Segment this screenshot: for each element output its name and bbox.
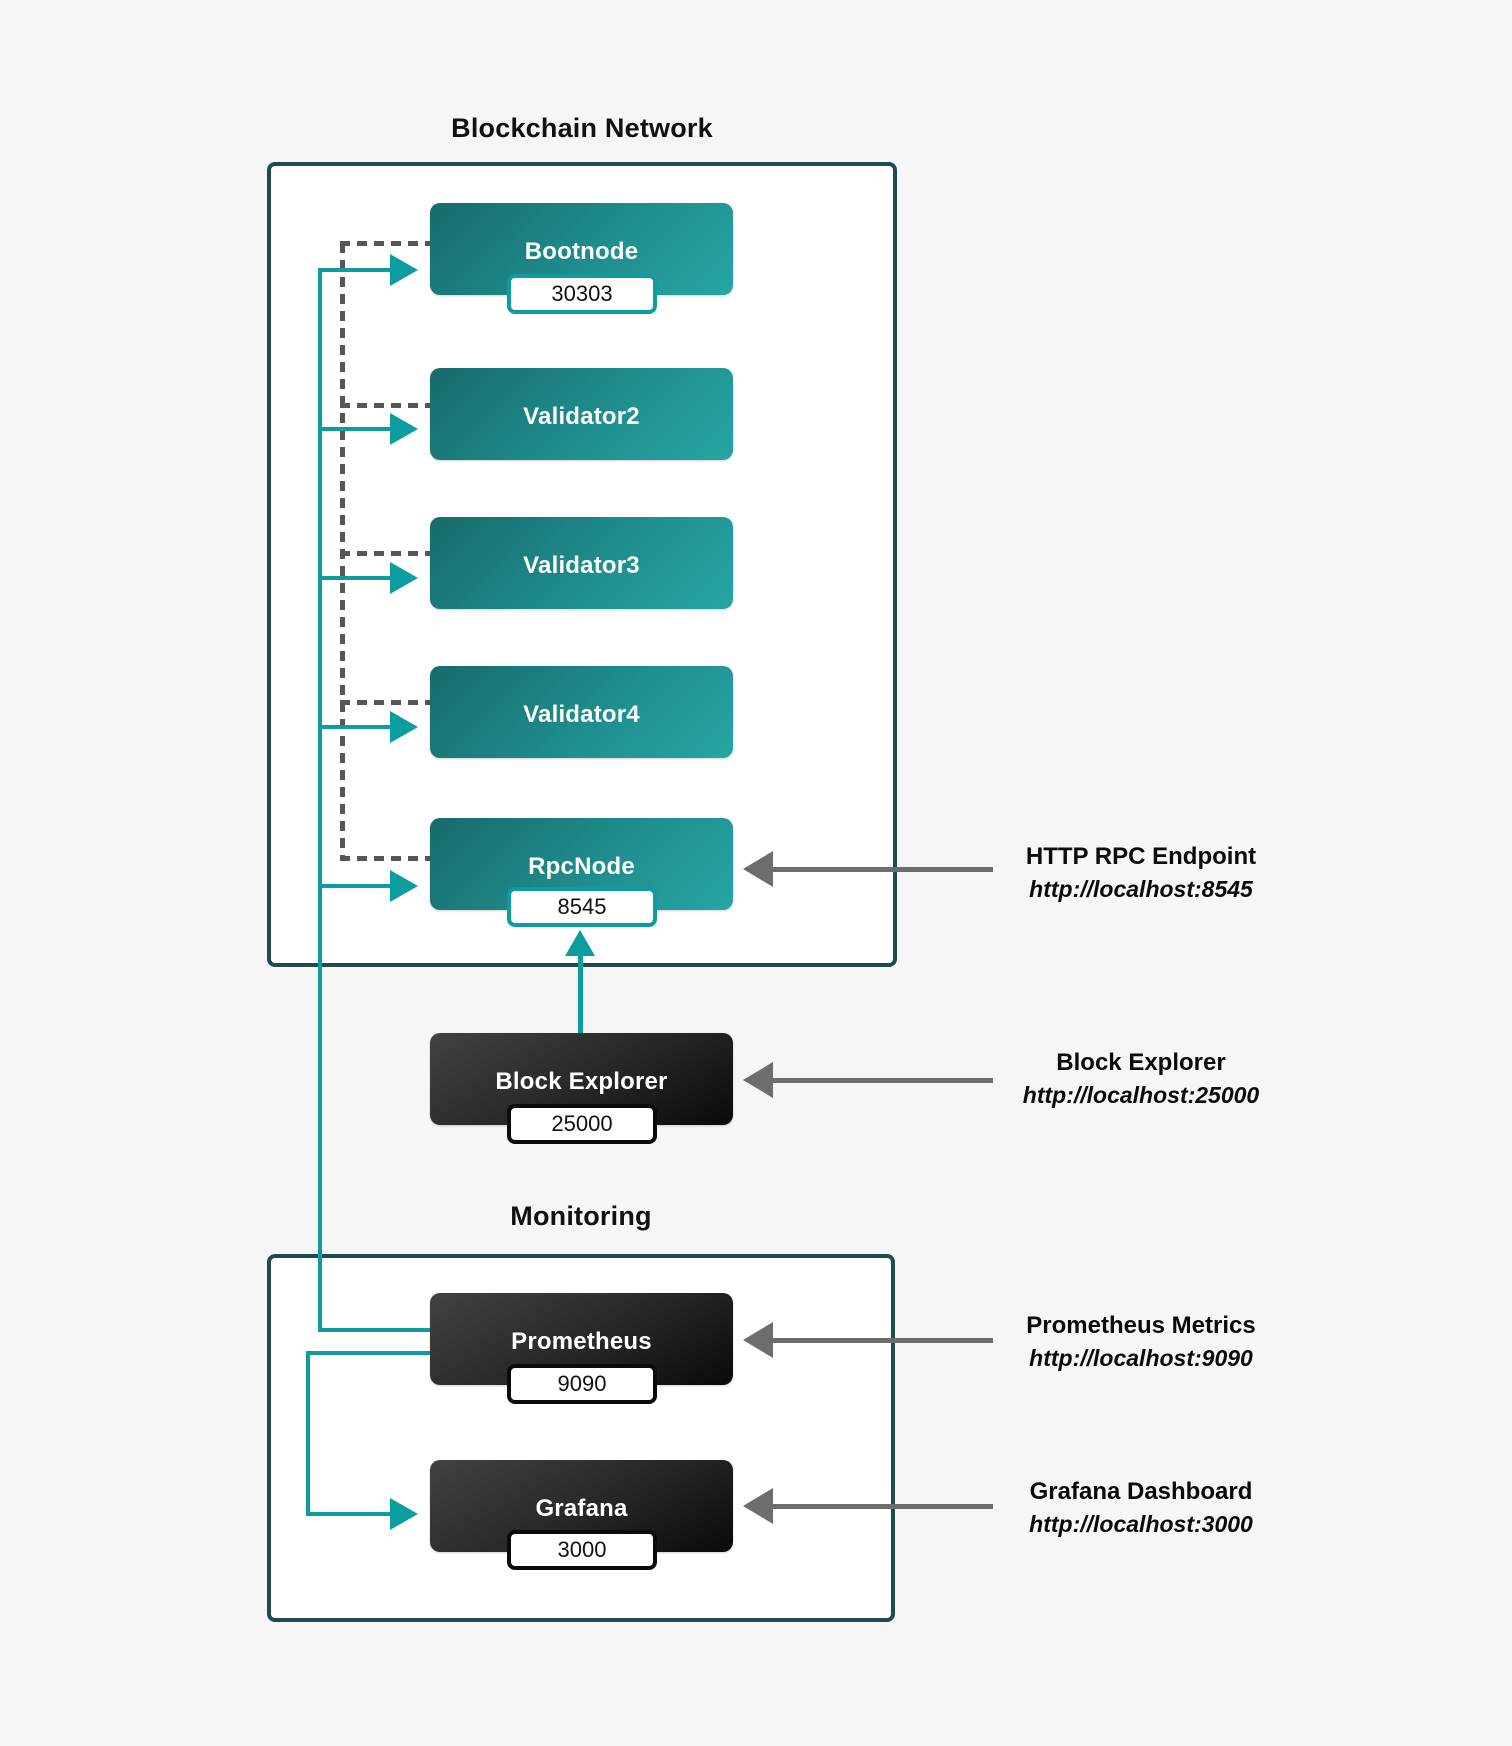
teal-rail-vertical (318, 268, 322, 1330)
gray-arrow-prometheus-shaft (770, 1338, 993, 1343)
teal-edge-prometheus-out (306, 1351, 430, 1355)
teal-edge-bootnode (318, 268, 392, 272)
gray-arrowhead-explorer (743, 1062, 773, 1098)
teal-edge-grafana-vertical (306, 1351, 310, 1516)
dashed-stub-validator4 (340, 700, 430, 705)
port-badge-bootnode: 30303 (507, 274, 657, 314)
port-badge-prometheus: 9090 (507, 1364, 657, 1404)
port-badge-block-explorer: 25000 (507, 1104, 657, 1144)
gray-arrowhead-grafana (743, 1488, 773, 1524)
gray-arrow-explorer-shaft (770, 1078, 993, 1083)
gray-arrowhead-rpc (743, 851, 773, 887)
teal-edge-grafana (306, 1512, 392, 1516)
teal-edge-rpcnode (318, 884, 392, 888)
annotation-http-rpc-url: http://localhost:8545 (1029, 876, 1253, 902)
dashed-stub-validator3 (340, 551, 430, 556)
node-grafana: Grafana (430, 1460, 733, 1552)
port-badge-rpcnode: 8545 (507, 887, 657, 927)
dashed-stub-bootnode (340, 241, 430, 246)
annotation-http-rpc: HTTP RPC Endpoint http://localhost:8545 (991, 841, 1291, 905)
gray-arrowhead-prometheus (743, 1322, 773, 1358)
arrowhead-validator2 (390, 413, 418, 445)
node-bootnode-label: Bootnode (524, 238, 639, 265)
node-rpcnode-label: RpcNode (528, 853, 635, 880)
arrowhead-rpcnode (390, 870, 418, 902)
node-validator3-label: Validator3 (523, 552, 640, 579)
annotation-block-explorer-title: Block Explorer (1056, 1049, 1226, 1076)
arrowhead-bootnode (390, 254, 418, 286)
node-validator2: Validator2 (430, 368, 733, 460)
node-validator3: Validator3 (430, 517, 733, 609)
annotation-prometheus-url: http://localhost:9090 (1029, 1345, 1253, 1371)
gray-arrow-rpc-shaft (770, 867, 993, 872)
arrowhead-up-rpc-port (565, 930, 595, 956)
node-rpcnode: RpcNode (430, 818, 733, 910)
annotation-block-explorer-url: http://localhost:25000 (1022, 1082, 1260, 1108)
teal-edge-validator2 (318, 427, 392, 431)
node-grafana-label: Grafana (535, 1495, 628, 1522)
annotation-grafana-title: Grafana Dashboard (1029, 1478, 1253, 1505)
node-validator2-label: Validator2 (523, 403, 640, 430)
annotation-grafana: Grafana Dashboard http://localhost:3000 (991, 1476, 1291, 1540)
annotation-http-rpc-title: HTTP RPC Endpoint (1025, 843, 1257, 870)
gray-arrow-grafana-shaft (770, 1504, 993, 1509)
node-validator4: Validator4 (430, 666, 733, 758)
monitoring-title: Monitoring (510, 1201, 652, 1231)
blockchain-network-title: Blockchain Network (451, 113, 713, 143)
node-prometheus-label: Prometheus (511, 1328, 652, 1355)
annotation-grafana-url: http://localhost:3000 (1029, 1511, 1253, 1537)
teal-edge-validator3 (318, 576, 392, 580)
node-block-explorer-label: Block Explorer (495, 1068, 668, 1095)
port-badge-grafana: 3000 (507, 1530, 657, 1570)
annotation-block-explorer: Block Explorer http://localhost:25000 (991, 1047, 1291, 1111)
teal-edge-validator4 (318, 725, 392, 729)
arrowhead-validator3 (390, 562, 418, 594)
annotation-prometheus: Prometheus Metrics http://localhost:9090 (991, 1310, 1291, 1374)
dashed-stub-validator2 (340, 403, 430, 408)
teal-edge-explorer-to-rpc (578, 952, 583, 1033)
arrowhead-grafana (390, 1498, 418, 1530)
annotation-prometheus-title: Prometheus Metrics (1026, 1312, 1256, 1339)
teal-edge-to-prometheus (318, 1328, 430, 1332)
dashed-stub-rpcnode (340, 856, 430, 861)
node-validator4-label: Validator4 (523, 701, 640, 728)
arrowhead-validator4 (390, 711, 418, 743)
